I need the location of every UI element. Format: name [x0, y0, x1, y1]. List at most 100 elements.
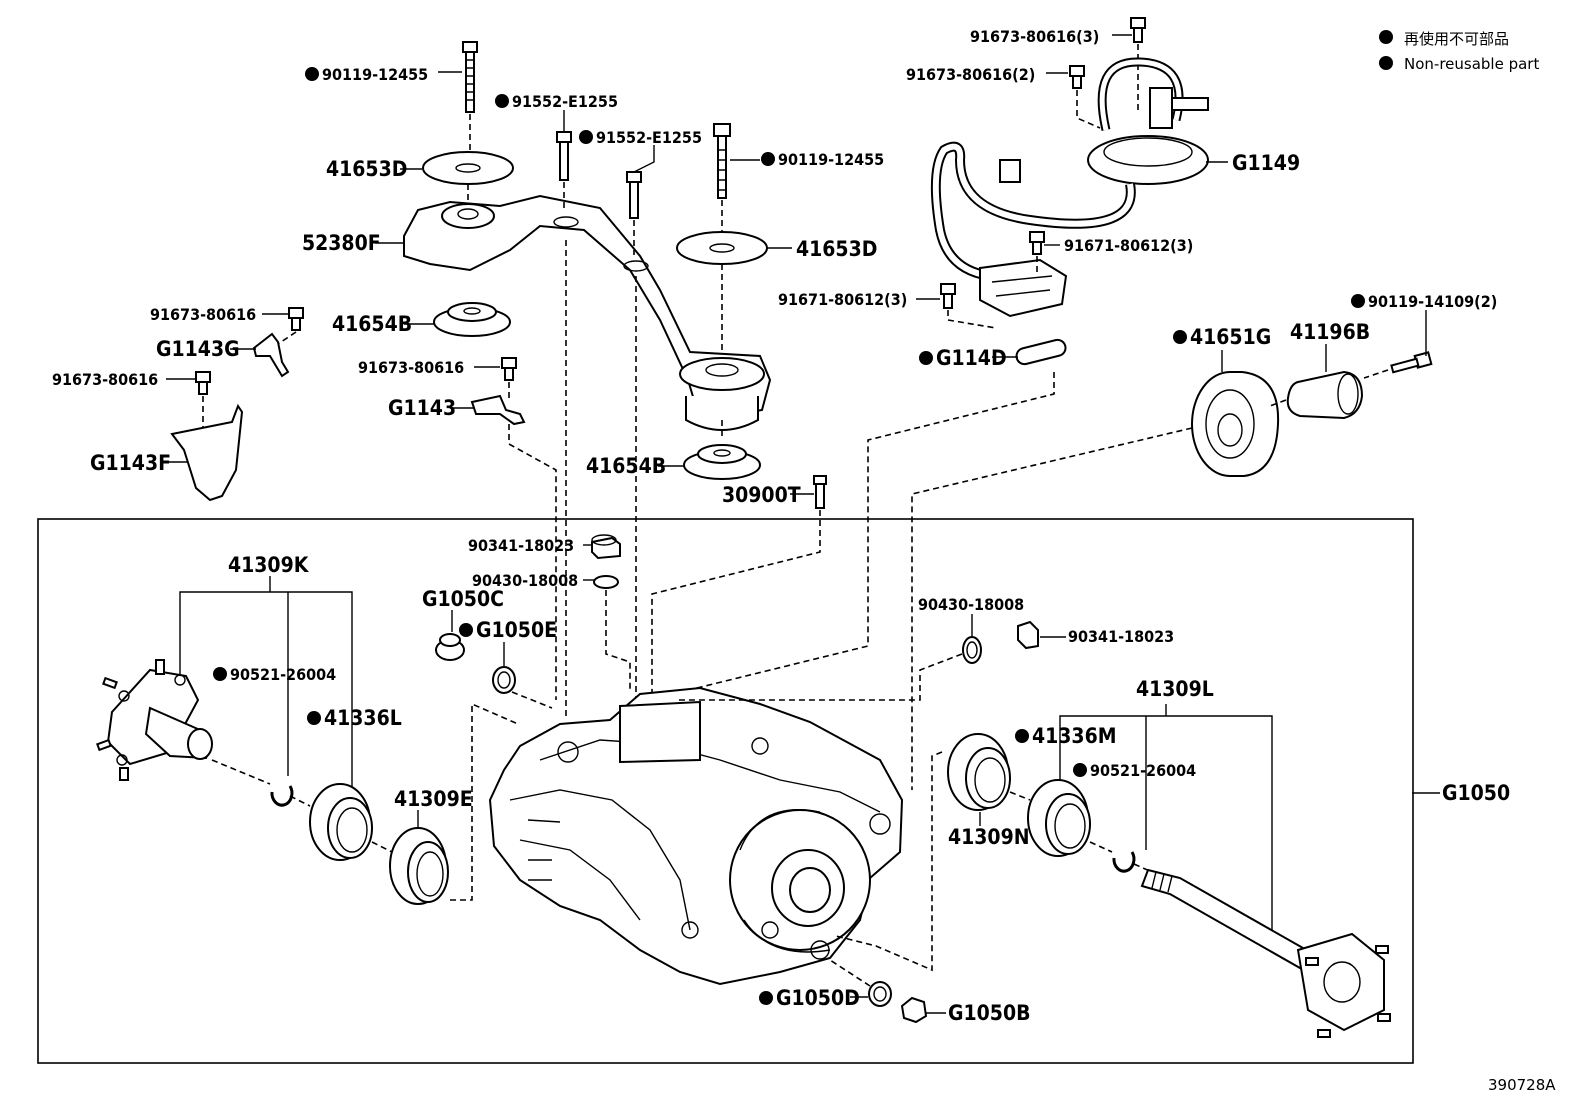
- plug-icon: [435, 633, 465, 661]
- part-labels: 90119-12455 91552-E1255 91552-E1255 9011…: [52, 27, 1510, 1025]
- label-41654b: 41654B: [586, 454, 666, 478]
- non-reusable-marker-icon: [579, 130, 593, 144]
- washer-icon: [676, 231, 768, 265]
- clip-icon: [470, 394, 526, 426]
- label-91671-80612-3: 91671-80612(3): [778, 290, 907, 309]
- label-41196b: 41196B: [1290, 320, 1370, 344]
- label-91552-e1255: 91552-E1255: [596, 128, 702, 147]
- wire-harness-group: [647, 17, 1209, 701]
- label-90119-12455: 90119-12455: [322, 65, 428, 84]
- bolt-icon: [288, 307, 304, 331]
- gasket-icon: [492, 666, 516, 694]
- label-g1050e: G1050E: [476, 618, 557, 642]
- gasket-icon: [593, 575, 619, 589]
- label-g1050d: G1050D: [776, 986, 860, 1010]
- non-reusable-marker-icon: [459, 623, 473, 637]
- oil-seal-icon: [309, 783, 373, 861]
- label-g114d: G114D: [936, 346, 1007, 370]
- flange-icon: [96, 659, 213, 781]
- label-30900t: 30900T: [722, 483, 801, 507]
- bolt-icon: [556, 131, 572, 181]
- label-g1050c: G1050C: [422, 587, 504, 611]
- shaft-group-right: [835, 704, 1391, 1038]
- gasket-icon: [868, 981, 892, 1007]
- drive-shaft-icon: [1140, 868, 1391, 1038]
- label-90341-18023: 90341-18023: [1068, 627, 1174, 646]
- label-90521-26004: 90521-26004: [230, 665, 336, 684]
- label-91673-80616: 91673-80616: [150, 305, 256, 324]
- label-91673-80616-2: 91673-80616(2): [906, 65, 1035, 84]
- snap-ring-icon: [1112, 851, 1136, 873]
- harness-icon: [930, 57, 1209, 318]
- oil-seal-icon: [389, 827, 449, 905]
- gasket-icon: [962, 636, 982, 664]
- label-90430-18008: 90430-18008: [472, 571, 578, 590]
- label-g1050b: G1050B: [948, 1001, 1030, 1025]
- bushing-icon: [1286, 370, 1364, 420]
- clip-icon: [252, 332, 290, 378]
- bolt-icon: [501, 357, 517, 381]
- legend-dot-icon: [1379, 30, 1393, 44]
- legend-japanese: 再使用不可部品: [1404, 30, 1509, 48]
- label-41309k: 41309K: [228, 553, 310, 577]
- washer-icon: [422, 151, 514, 185]
- label-g1143f: G1143F: [90, 451, 171, 475]
- label-91552-e1255: 91552-E1255: [512, 92, 618, 111]
- plug-icon: [1017, 620, 1039, 650]
- label-41654b: 41654B: [332, 312, 412, 336]
- oil-seal-icon: [1027, 779, 1091, 857]
- cushion-icon: [1191, 371, 1280, 477]
- breather-icon: [813, 475, 827, 509]
- assembly-boundary-box: [37, 518, 1414, 1064]
- non-reusable-marker-icon: [307, 711, 321, 725]
- non-reusable-marker-icon: [495, 94, 509, 108]
- bolt-icon: [713, 123, 731, 199]
- bolt-icon: [626, 171, 642, 219]
- label-41653d: 41653D: [796, 237, 877, 261]
- non-reusable-marker-icon: [759, 991, 773, 1005]
- legend-dot-icon: [1379, 56, 1393, 70]
- leader-lines: [160, 34, 1440, 1014]
- cushion-group: [911, 351, 1433, 790]
- label-41653d: 41653D: [326, 157, 407, 181]
- label-90521-26004: 90521-26004: [1090, 761, 1196, 780]
- legend-english: Non-reusable part: [1404, 55, 1539, 73]
- label-41336m: 41336M: [1032, 724, 1117, 748]
- non-reusable-marker-icon: [1351, 294, 1365, 308]
- non-reusable-marker-icon: [305, 67, 319, 81]
- flange-group-left: [96, 576, 519, 905]
- label-90430-18008: 90430-18008: [918, 595, 1024, 614]
- label-41651g: 41651G: [1190, 325, 1271, 349]
- plug-icon: [1015, 338, 1067, 366]
- label-90119-12455: 90119-12455: [778, 150, 884, 169]
- label-90119-14109-2: 90119-14109(2): [1368, 292, 1497, 311]
- non-reusable-marker-icon: [1073, 763, 1087, 777]
- bolt-icon: [1029, 231, 1045, 255]
- label-90341-18023: 90341-18023: [468, 536, 574, 555]
- label-41336l: 41336L: [324, 706, 402, 730]
- label-g1143g: G1143G: [156, 337, 240, 361]
- label-91673-80616-3: 91673-80616(3): [970, 27, 1099, 46]
- label-91671-80612-3: 91671-80612(3): [1064, 236, 1193, 255]
- bolt-icon: [462, 41, 478, 113]
- non-reusable-marker-icon: [213, 667, 227, 681]
- figure-id: 390728A: [1488, 1076, 1556, 1094]
- bolt-icon: [1069, 65, 1085, 89]
- label-41309e: 41309E: [394, 787, 473, 811]
- non-reusable-marker-icon: [1015, 729, 1029, 743]
- label-g1143: G1143: [388, 396, 456, 420]
- snap-ring-icon: [270, 785, 294, 807]
- label-91673-80616: 91673-80616: [52, 370, 158, 389]
- bolt-icon: [1130, 17, 1146, 43]
- oil-seal-icon: [947, 733, 1011, 811]
- non-reusable-marker-icon: [1173, 330, 1187, 344]
- label-41309n: 41309N: [948, 825, 1030, 849]
- label-41309l: 41309L: [1136, 677, 1214, 701]
- bushing-icon: [433, 302, 511, 337]
- non-reusable-marker-icon: [919, 351, 933, 365]
- bushing-icon: [683, 444, 761, 480]
- bolt-icon: [940, 283, 956, 309]
- bolt-icon: [195, 371, 211, 395]
- differential-housing-icon: [488, 686, 904, 986]
